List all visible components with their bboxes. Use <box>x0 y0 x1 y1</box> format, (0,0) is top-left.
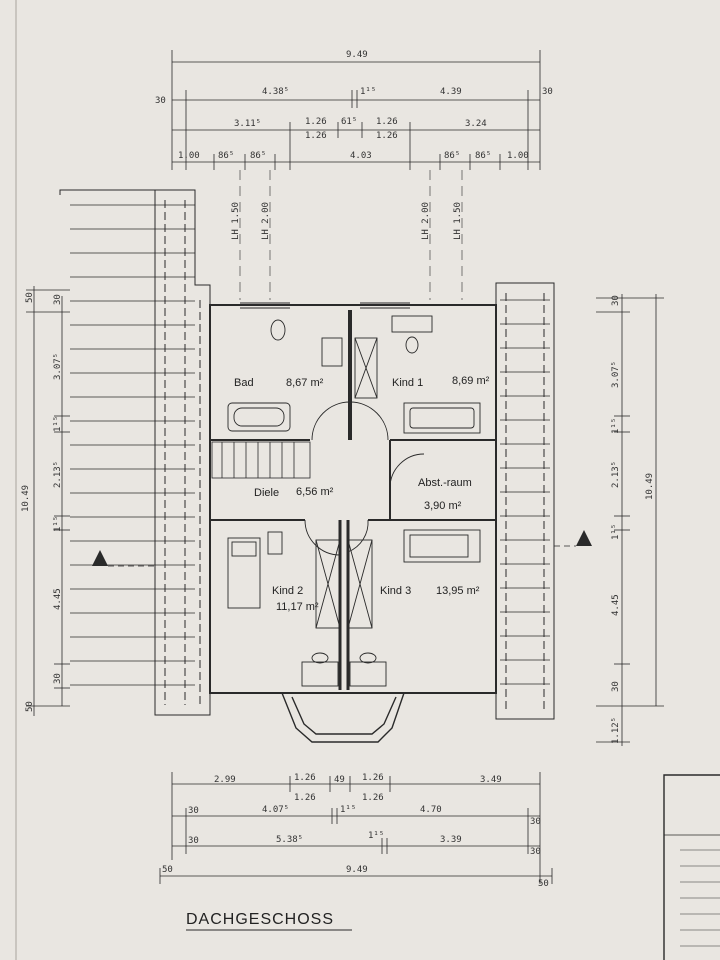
bottom-dim-r3-4: 3.39 <box>440 835 462 845</box>
left-rafters <box>70 204 195 686</box>
top-dim-r3-6: 1.26 <box>376 131 398 141</box>
title-block <box>663 774 720 960</box>
left-dim-1: 50 <box>25 292 35 303</box>
top-dim-r2-2: 4.38⁵ <box>262 87 289 97</box>
top-dim-r3-7: 3.24 <box>465 119 487 129</box>
bottom-dim-r3-2: 5.38⁵ <box>276 835 303 845</box>
bottom-dim-r2-3: 1¹⁵ <box>340 805 356 815</box>
room-name-kind2: Kind 2 <box>272 585 303 597</box>
room-name-diele: Diele <box>254 487 279 499</box>
staircase <box>211 441 311 479</box>
top-dim-r3-5: 1.26 <box>376 117 398 127</box>
right-dim-5: 1¹⁵ <box>611 524 621 540</box>
top-dim-r4-5: 86⁵ <box>444 151 460 161</box>
top-dim-r2-1: 30 <box>155 96 166 106</box>
fixtures <box>227 315 481 687</box>
bottom-dim-r1-7: 3.49 <box>480 775 502 785</box>
room-name-bad: Bad <box>234 377 254 389</box>
top-dim-r3-1: 3.11⁵ <box>234 119 261 129</box>
left-dim-2: 30 <box>53 294 63 305</box>
top-dim-r4-4: 4.03 <box>350 151 372 161</box>
bottom-dim-r2-5: 30 <box>530 817 541 827</box>
section-marker-right-icon <box>576 530 592 546</box>
lh-label-1: LH 1.50 <box>231 202 241 240</box>
bay-window <box>281 692 405 743</box>
room-name-kind3: Kind 3 <box>380 585 411 597</box>
bottom-dim-r4-1: 50 <box>162 865 173 875</box>
title-block-lines <box>680 849 720 947</box>
left-dim-9: 50 <box>25 701 35 712</box>
bottom-dim-r1-5: 1.26 <box>362 773 384 783</box>
right-dim-3: 1¹⁵ <box>611 418 621 434</box>
right-dim-7: 30 <box>611 681 621 692</box>
left-dim-4: 1¹⁵ <box>53 416 63 432</box>
left-dim-6: 1¹⁵ <box>53 516 63 532</box>
bottom-dim-r2-4: 4.70 <box>420 805 442 815</box>
top-dim-r2-4: 4.39 <box>440 87 462 97</box>
room-area-kind3: 13,95 m² <box>436 585 480 597</box>
top-dim-r2-5: 30 <box>542 87 553 97</box>
right-dim-4: 2.13⁵ <box>611 461 621 488</box>
top-dim-r4-2: 86⁵ <box>218 151 234 161</box>
bottom-dim-r4-2: 9.49 <box>346 865 368 875</box>
left-dim-7: 4.45 <box>53 588 63 610</box>
left-dim-5: 2.13⁵ <box>53 461 63 488</box>
top-dim-r2-3: 1¹⁵ <box>360 87 376 97</box>
left-dim-overall: 10.49 <box>21 485 31 512</box>
window-height-lines <box>239 170 463 300</box>
room-area-kind1: 8,69 m² <box>452 375 490 387</box>
right-dim-8: 1.12⁵ <box>611 717 621 744</box>
left-dim-8: 30 <box>53 673 63 684</box>
left-dim-3: 3.07⁵ <box>53 353 63 380</box>
bottom-dim-r1-6: 1.26 <box>362 793 384 803</box>
room-area-abst: 3,90 m² <box>424 500 462 512</box>
bottom-dim-r4-3: 50 <box>538 879 549 889</box>
room-area-diele: 6,56 m² <box>296 486 334 498</box>
top-dim-r3-4: 61⁵ <box>341 117 357 127</box>
top-dim-r3-3: 1.26 <box>305 131 327 141</box>
left-dimension-lines <box>26 286 70 716</box>
top-dim-r4-7: 1.00 <box>507 151 529 161</box>
bottom-dim-r1-4: 49 <box>334 775 345 785</box>
right-dim-1: 30 <box>611 295 621 306</box>
room-name-abst: Abst.-raum <box>418 477 472 489</box>
drawing-title: DACHGESCHOSS <box>186 911 334 928</box>
right-rafters <box>500 299 550 685</box>
top-dimension-lines <box>171 50 541 170</box>
bottom-dim-r1-2: 1.26 <box>294 773 316 783</box>
top-dim-r3-2: 1.26 <box>305 117 327 127</box>
right-dimension-lines <box>596 294 664 746</box>
bottom-dimension-lines <box>159 772 553 884</box>
top-dim-overall: 9.49 <box>346 50 368 60</box>
bottom-dim-r3-3: 1¹⁵ <box>368 831 384 841</box>
bottom-dim-r3-5: 30 <box>530 847 541 857</box>
section-marker-left-icon <box>92 550 108 566</box>
top-dim-r4-3: 86⁵ <box>250 151 266 161</box>
bottom-dim-r2-1: 30 <box>188 806 199 816</box>
lh-label-2: LH 2.00 <box>261 202 271 240</box>
bottom-dim-r2-2: 4.07⁵ <box>262 805 289 815</box>
top-dim-r4-1: 1.00 <box>178 151 200 161</box>
room-area-bad: 8,67 m² <box>286 377 324 389</box>
right-dim-overall: 10.49 <box>645 473 655 500</box>
lh-label-3: LH 2.00 <box>421 202 431 240</box>
bottom-dim-r1-3: 1.26 <box>294 793 316 803</box>
bottom-dim-r3-1: 30 <box>188 836 199 846</box>
top-dim-r4-6: 86⁵ <box>475 151 491 161</box>
right-dim-6: 4.45 <box>611 594 621 616</box>
windows-top <box>240 302 410 309</box>
lh-label-4: LH 1.50 <box>453 202 463 240</box>
door-swings <box>304 401 425 556</box>
bottom-dim-r1-1: 2.99 <box>214 775 236 785</box>
right-dim-2: 3.07⁵ <box>611 361 621 388</box>
room-name-kind1: Kind 1 <box>392 377 423 389</box>
room-area-kind2: 11,17 m² <box>276 601 319 613</box>
left-roof-structure <box>59 189 211 716</box>
